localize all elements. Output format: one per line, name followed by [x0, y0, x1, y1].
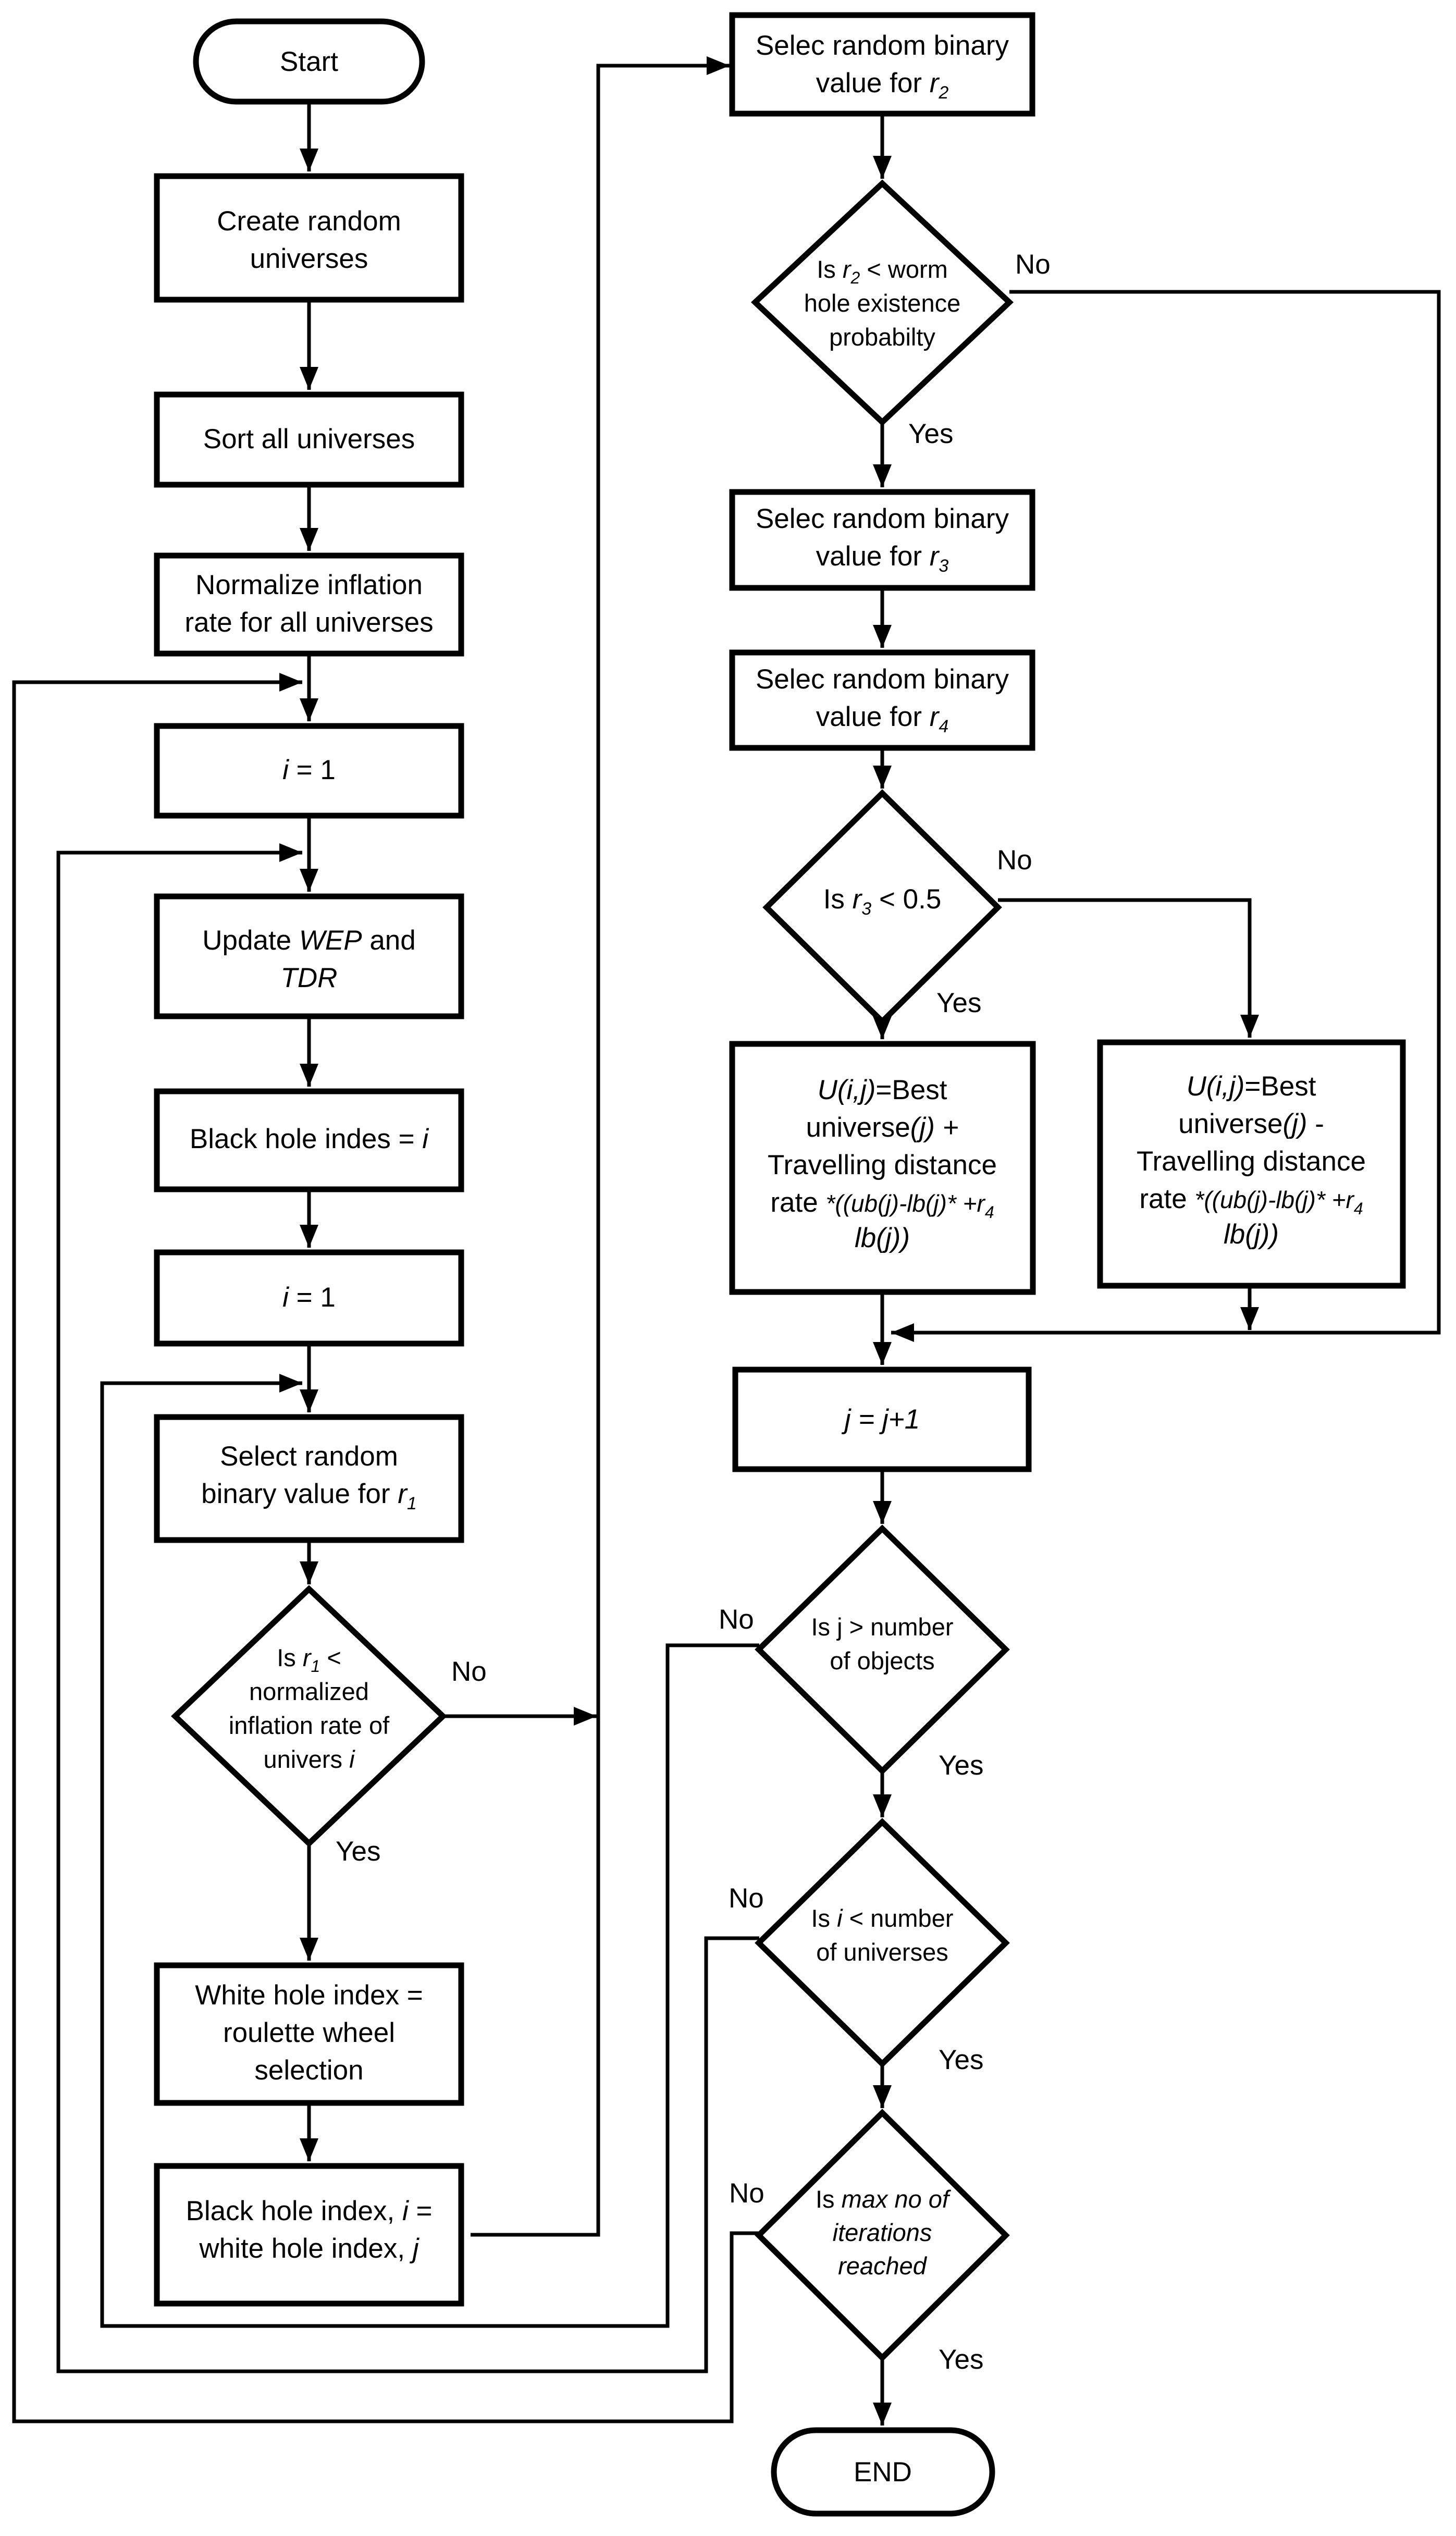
svg-text:probabilty: probabilty [829, 323, 935, 351]
svg-text:U(i,j)=Best: U(i,j)=Best [818, 1075, 947, 1105]
svg-text:Sort all universes: Sort all universes [203, 424, 415, 454]
j-increment-box: j = j+1 [732, 1367, 1032, 1472]
svg-text:Selec random binary: Selec random binary [756, 503, 1009, 534]
svg-text:lb(j)): lb(j)) [855, 1223, 910, 1253]
label-no-decr1: No [451, 1656, 487, 1687]
edge-decr2-no [891, 290, 1441, 1342]
edge-decmax-no-loop [12, 673, 759, 2423]
decision-r2: Is r2 < worm hole existence probabilty [750, 179, 1014, 426]
label-no-deci: No [729, 1883, 764, 1914]
start-terminal: Start [193, 18, 425, 105]
svg-text:value for r4: value for r4 [816, 701, 949, 736]
select-r1-box: Select random binary value for r1 [154, 1414, 464, 1543]
svg-text:value for r3: value for r3 [816, 541, 949, 576]
svg-text:U(i,j)=Best: U(i,j)=Best [1187, 1071, 1316, 1102]
label-yes-decr3: Yes [936, 988, 981, 1018]
svg-text:rate for all universes: rate for all universes [184, 607, 433, 638]
svg-text:Travelling distance: Travelling distance [1137, 1146, 1366, 1177]
update-wep-tdr-box: Update WEP and TDR [154, 893, 464, 1019]
svg-text:univers i: univers i [263, 1745, 355, 1773]
svg-text:Is r3 < 0.5: Is r3 < 0.5 [823, 884, 942, 919]
edges [12, 56, 1441, 2426]
svg-text:Update WEP and: Update WEP and [202, 925, 416, 956]
edge-labels: No Yes No Yes No Yes No Yes No Yes No Ye… [336, 249, 1051, 2375]
svg-text:selection: selection [254, 2055, 363, 2086]
svg-text:lb(j)): lb(j)) [1224, 1219, 1279, 1250]
i-equals-1-second-box: i = 1 [154, 1249, 464, 1347]
edge-decj-no-loop [100, 1374, 759, 2328]
svg-text:reached: reached [838, 2252, 928, 2280]
svg-text:hole existence: hole existence [804, 289, 960, 317]
label-yes-decr1: Yes [336, 1836, 380, 1867]
svg-text:Is i < number: Is i < number [811, 1904, 953, 1932]
svg-text:Select random: Select random [220, 1441, 398, 1472]
label-yes-decj: Yes [939, 1750, 983, 1781]
svg-text:rate *((ub(j)-lb(j)* +r4: rate *((ub(j)-lb(j)* +r4 [770, 1187, 994, 1222]
create-universes-box: Create random universes [154, 173, 464, 303]
svg-text:i = 1: i = 1 [282, 1282, 336, 1313]
end-terminal: END [771, 2427, 995, 2517]
svg-text:j = j+1: j = j+1 [842, 1404, 920, 1435]
svg-text:iterations: iterations [833, 2219, 932, 2246]
selec-r3-box: Selec random binary value for r3 [729, 489, 1035, 591]
svg-text:Start: Start [280, 46, 338, 77]
decision-i: Is i < number of universes [755, 1818, 1010, 2068]
selec-r2-box: Selec random binary value for r2 [729, 12, 1035, 117]
svg-text:universe(j) -: universe(j) - [1178, 1109, 1324, 1139]
svg-text:universes: universes [250, 243, 368, 274]
black-hole-indes-box: Black hole indes = i [154, 1088, 464, 1192]
svg-text:normalized: normalized [249, 1678, 369, 1705]
svg-text:Is max no of: Is max no of [816, 2185, 952, 2213]
black-hole-index-box: Black hole index, i = white hole index, … [154, 2163, 464, 2307]
decision-max-iterations: Is max no of iterations reached [755, 2109, 1010, 2362]
decision-r1: Is r1 < normalized inflation rate of uni… [171, 1585, 447, 1848]
svg-text:Create random: Create random [217, 206, 401, 237]
svg-text:roulette wheel: roulette wheel [223, 2017, 395, 2048]
svg-text:Is r2 < worm: Is r2 < worm [817, 255, 948, 287]
u-minus-box: U(i,j)=Best universe(j) - Travelling dis… [1097, 1039, 1406, 1289]
svg-text:Normalize inflation: Normalize inflation [195, 570, 423, 600]
svg-text:Is r1 <: Is r1 < [277, 1644, 341, 1676]
svg-text:Travelling distance: Travelling distance [768, 1150, 997, 1180]
decision-j: Is j > number of objects [755, 1524, 1010, 1775]
label-no-decj: No [719, 1604, 754, 1635]
svg-text:White hole index =: White hole index = [195, 1980, 423, 2011]
svg-text:Selec random binary: Selec random binary [756, 664, 1009, 695]
edge-decr3-no [998, 898, 1259, 1038]
svg-text:of objects: of objects [830, 1647, 934, 1675]
i-equals-1-box: i = 1 [154, 723, 464, 819]
u-plus-box: U(i,j)=Best universe(j) + Travelling dis… [729, 1041, 1036, 1295]
edge-deci-no-loop [56, 843, 759, 2373]
label-no-decmax: No [729, 2178, 764, 2209]
svg-text:of universes: of universes [816, 1938, 948, 1966]
label-no-decr3: No [997, 845, 1032, 876]
decision-r3: Is r3 < 0.5 [762, 789, 1002, 1026]
svg-text:Selec random binary: Selec random binary [756, 30, 1009, 61]
svg-text:rate *((ub(j)-lb(j)* +r4: rate *((ub(j)-lb(j)* +r4 [1139, 1184, 1363, 1218]
edge-bh-to-selecr2 [471, 56, 730, 2237]
svg-text:universe(j) +: universe(j) + [806, 1112, 958, 1143]
label-yes-decr2: Yes [908, 418, 953, 449]
svg-text:binary value for r1: binary value for r1 [201, 1479, 417, 1513]
svg-text:Is j > number: Is j > number [811, 1613, 954, 1641]
label-yes-deci: Yes [939, 2045, 983, 2075]
svg-text:white hole index, j: white hole index, j [199, 2233, 419, 2264]
svg-text:Black hole index, i =: Black hole index, i = [186, 2196, 433, 2226]
white-hole-index-box: White hole index = roulette wheel select… [154, 1962, 464, 2106]
svg-text:TDR: TDR [281, 963, 338, 993]
selec-r4-box: Selec random binary value for r4 [729, 649, 1035, 751]
label-no-decr2: No [1015, 249, 1051, 280]
svg-text:i = 1: i = 1 [282, 755, 336, 785]
normalize-rate-box: Normalize inflation rate for all univers… [154, 552, 464, 657]
svg-text:Black hole indes = i: Black hole indes = i [190, 1124, 429, 1154]
label-yes-decmax: Yes [939, 2344, 983, 2375]
svg-text:value for r2: value for r2 [816, 68, 949, 103]
svg-text:END: END [854, 2457, 912, 2488]
sort-universes-box: Sort all universes [154, 391, 464, 488]
svg-text:inflation rate of: inflation rate of [229, 1712, 390, 1739]
